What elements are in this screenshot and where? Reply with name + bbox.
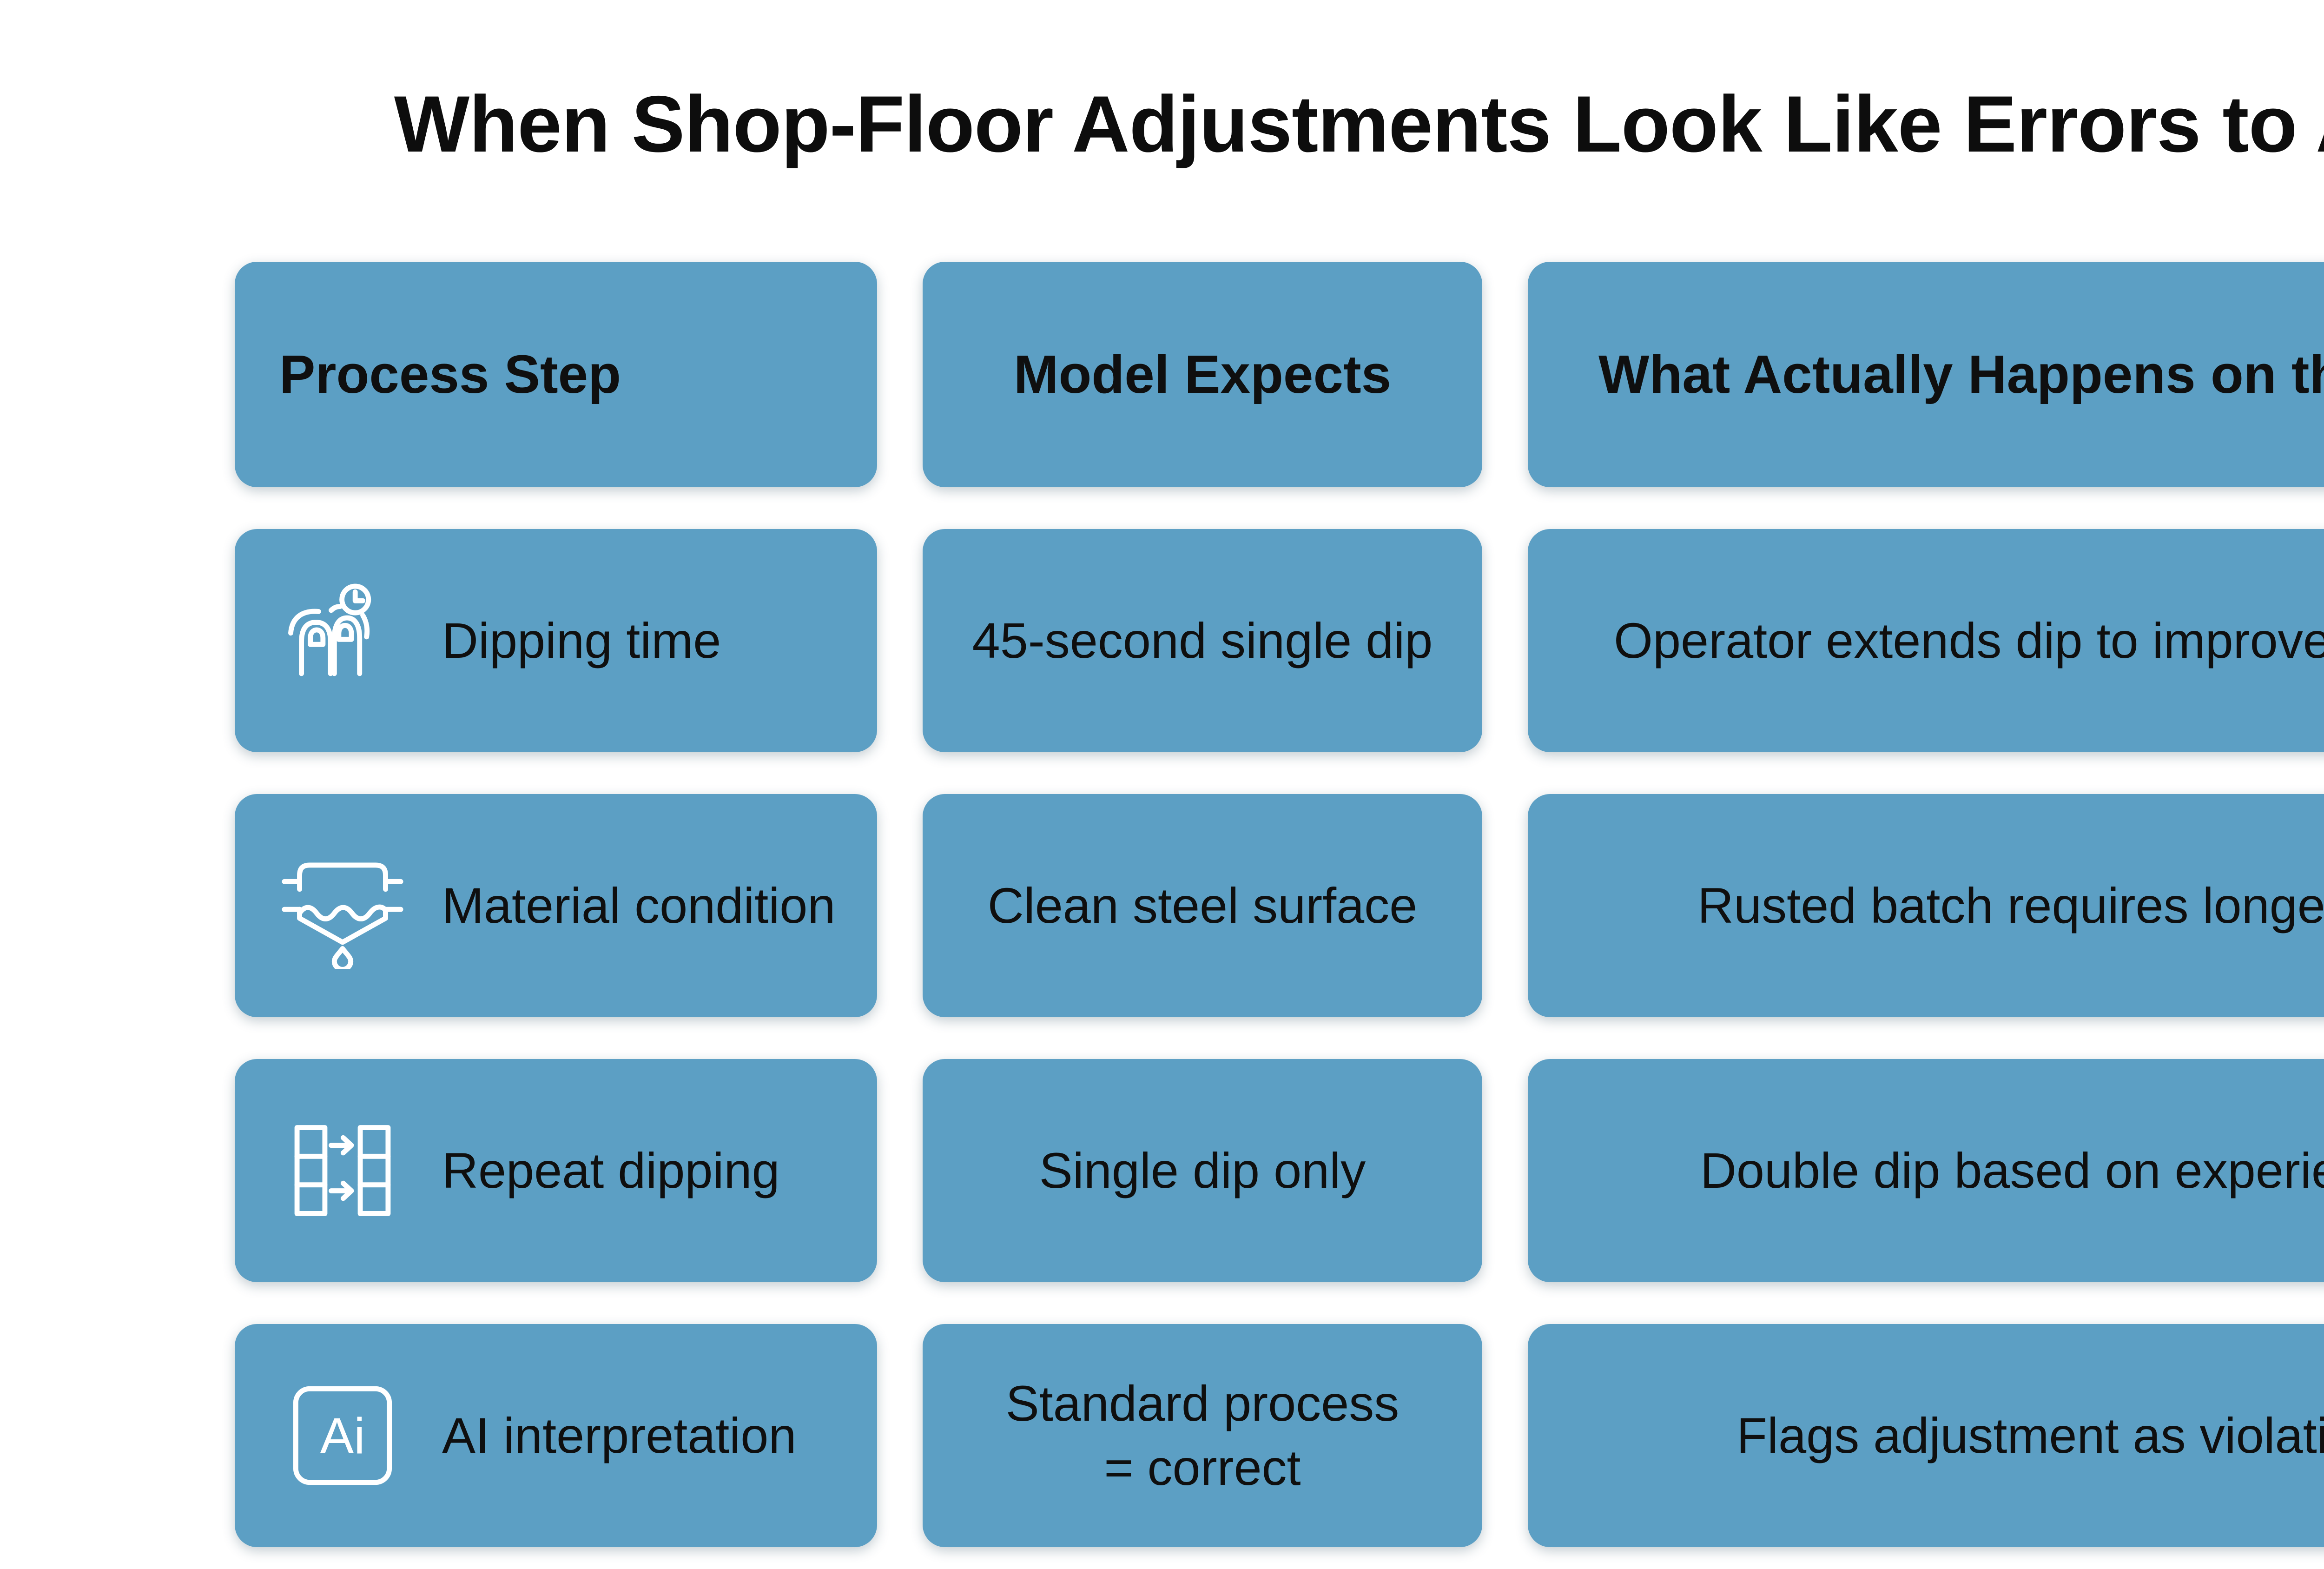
header-model-expects: Model Expects	[923, 262, 1482, 487]
header-label: Model Expects	[1013, 344, 1392, 405]
step-label: Material condition	[442, 877, 836, 933]
actual-text: Rusted batch requires longer dip	[1697, 877, 2324, 933]
actual-text: Flags adjustment as violation	[1736, 1407, 2324, 1463]
material-condition-icon	[279, 842, 406, 969]
table-row-cell-actual: Operator extends dip to improve coating	[1528, 529, 2324, 752]
table-row-cell-expects: Standard process = correct	[923, 1324, 1482, 1547]
dipping-time-icon	[279, 577, 406, 704]
header-label: Process Step	[279, 344, 621, 405]
comparison-table: Process Step Model Expects What Actually…	[235, 262, 2324, 1547]
step-label: Dipping time	[442, 612, 721, 669]
ai-interpretation-icon: Ai	[279, 1372, 406, 1499]
table-row-cell-actual: Rusted batch requires longer dip	[1528, 794, 2324, 1017]
step-label: Repeat dipping	[442, 1142, 780, 1198]
expects-text: 45-second single dip	[972, 612, 1433, 669]
header-what-actually-happens: What Actually Happens on the Floor	[1528, 262, 2324, 487]
actual-text: Double dip based on experience	[1700, 1142, 2324, 1198]
table-row-cell-step: Dipping time	[235, 529, 877, 752]
table-row-cell-expects: Single dip only	[923, 1059, 1482, 1282]
expects-text: Standard process = correct	[1005, 1375, 1400, 1496]
table-row-cell-expects: Clean steel surface	[923, 794, 1482, 1017]
header-label: What Actually Happens on the Floor	[1598, 344, 2324, 405]
table-row-cell-actual: Flags adjustment as violation	[1528, 1324, 2324, 1547]
step-label: AI interpretation	[442, 1407, 797, 1463]
table-row-cell-actual: Double dip based on experience	[1528, 1059, 2324, 1282]
actual-text: Operator extends dip to improve coating	[1613, 612, 2324, 669]
expects-text: Clean steel surface	[987, 877, 1418, 933]
repeat-dipping-icon	[279, 1107, 406, 1234]
table-row-cell-step: Repeat dipping	[235, 1059, 877, 1282]
table-row-cell-step: Ai AI interpretation	[235, 1324, 877, 1547]
expects-text: Single dip only	[1039, 1142, 1366, 1198]
header-process-step: Process Step	[235, 262, 877, 487]
table-row-cell-expects: 45-second single dip	[923, 529, 1482, 752]
svg-text:Ai: Ai	[320, 1408, 365, 1464]
page-title: When Shop-Floor Adjustments Look Like Er…	[394, 79, 2324, 169]
table-row-cell-step: Material condition	[235, 794, 877, 1017]
